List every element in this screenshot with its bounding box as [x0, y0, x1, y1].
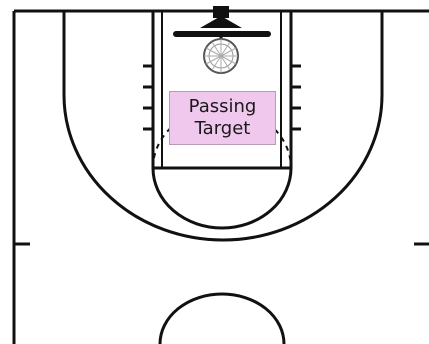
free-throw-circle-lower: [153, 168, 291, 228]
passing-target-box: Passing Target: [169, 91, 276, 145]
backboard-brace: [200, 16, 242, 28]
backboard: [173, 31, 271, 37]
passing-target-label-line2: Target: [195, 118, 251, 140]
passing-target-label-line1: Passing: [189, 96, 257, 118]
center-circle: [160, 294, 284, 344]
basketball-hoop-net-icon: [204, 39, 238, 73]
